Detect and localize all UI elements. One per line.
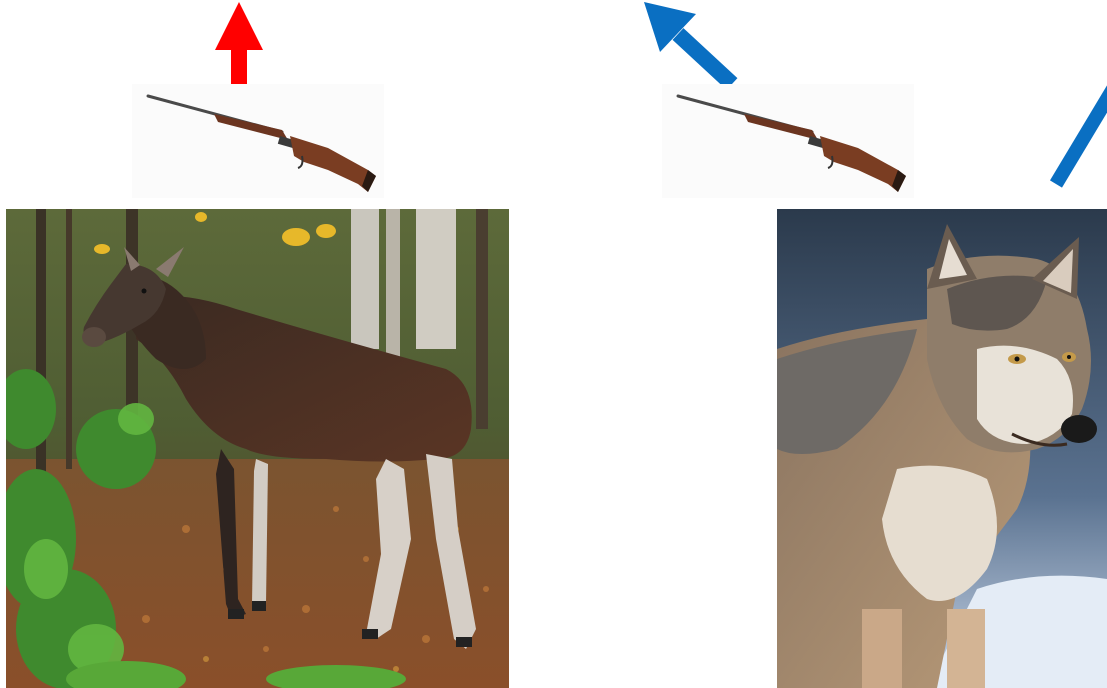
moose-photo — [6, 209, 509, 688]
rifle-image-left — [132, 84, 384, 198]
wolf-photo — [777, 209, 1107, 688]
blue-up-right-arrow-icon — [1046, 80, 1107, 190]
blue-up-left-arrow-icon — [640, 0, 740, 90]
rifle-icon — [662, 84, 914, 198]
rifle-icon — [132, 84, 384, 198]
red-up-arrow-icon — [212, 2, 266, 86]
rifle-image-right — [662, 84, 914, 198]
